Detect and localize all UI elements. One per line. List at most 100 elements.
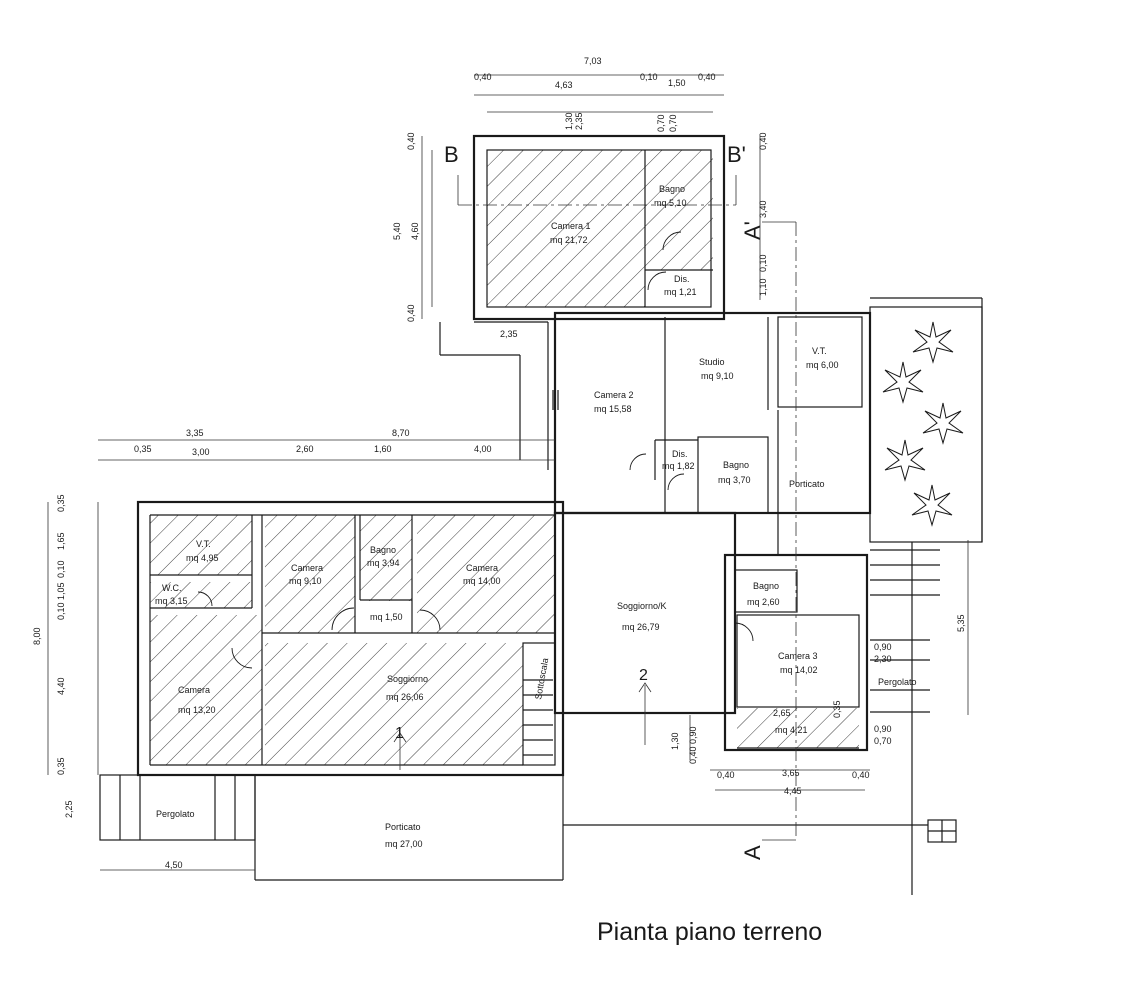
- dim-left-vert-3: 1,05: [56, 582, 66, 600]
- dim-mid-total: 8,70: [392, 428, 410, 438]
- dim-mid-row-2: 4,00: [474, 444, 492, 454]
- room-name: Bagno: [723, 460, 749, 470]
- room-name: Camera: [466, 563, 498, 573]
- dim-right-vert-1: 0,90: [874, 642, 892, 652]
- section-marker-2: 2: [639, 667, 648, 684]
- room-name: Bagno: [370, 545, 396, 555]
- dim-bottom-right-5: 0,40: [852, 770, 870, 780]
- room-area: mq 1,82: [662, 461, 695, 471]
- dim-left1-2: 4,60: [410, 222, 420, 240]
- dim-right1-2: 0,10: [758, 254, 768, 272]
- dim-left1-3: 0,40: [406, 304, 416, 322]
- room-area: mq 5,10: [654, 198, 687, 208]
- room-name: Camera 3: [778, 651, 818, 661]
- stair: [523, 679, 553, 756]
- dim-top-total: 7,03: [584, 56, 602, 66]
- dim-left-vert-1: 1,65: [56, 532, 66, 550]
- dim-right1-0: 0,40: [758, 132, 768, 150]
- dim-top-inner-1: 2,35: [574, 112, 584, 130]
- room-area: mq 26,79: [622, 622, 660, 632]
- dim-bottom-right-2: 0,90: [688, 726, 698, 744]
- dim-left1-0: 0,40: [406, 132, 416, 150]
- dim-right-vert-3: 0,90: [874, 724, 892, 734]
- room-name: Camera: [291, 563, 323, 573]
- dim-top-inner-3: 0,70: [668, 114, 678, 132]
- room-area: mq 14,00: [463, 576, 501, 586]
- dim-bottom-right-3: 0,40: [717, 770, 735, 780]
- dim-left-vert-2: 0,10: [56, 560, 66, 578]
- dim-bottom-right-6: 4,45: [784, 786, 802, 796]
- dim-top-inner-2: 0,70: [656, 114, 666, 132]
- dim-right1-3: 1,10: [758, 278, 768, 296]
- room-area: mq 3,70: [718, 475, 751, 485]
- dim-left-top-2: 3,00: [192, 447, 210, 457]
- room-area: mq 27,00: [385, 839, 423, 849]
- room-name: Camera 1: [551, 221, 591, 231]
- room-area: mq 2,60: [747, 597, 780, 607]
- dim-right-vert-2: 2,30: [874, 654, 892, 664]
- room-area: mq 21,72: [550, 235, 588, 245]
- room-name: W.C.: [162, 583, 182, 593]
- dim-left-vert-7: 0,35: [56, 757, 66, 775]
- room-name: Porticato: [385, 822, 421, 832]
- plants: [882, 321, 964, 527]
- doors: [197, 231, 754, 669]
- dim-bottom-right-4: 3,65: [782, 768, 800, 778]
- dim-mid-row-1: 1,60: [374, 444, 392, 454]
- room-name: Dis.: [672, 449, 688, 459]
- room-area: mq 13,20: [178, 705, 216, 715]
- section-marker-1: 1: [395, 725, 404, 742]
- dim-bottom-right-0: 1,30: [670, 732, 680, 750]
- room-name: V.T.: [812, 346, 827, 356]
- room-area: mq 15,58: [594, 404, 632, 414]
- dimension-lines: [47, 74, 969, 871]
- room-area: mq 9,10: [701, 371, 734, 381]
- room-name: Camera: [178, 685, 210, 695]
- section-b-left: B: [444, 142, 459, 167]
- walls: [99, 134, 983, 895]
- dim-pergolato-w: 4,50: [165, 860, 183, 870]
- dim-bottom-right-1: 0,40: [688, 746, 698, 764]
- room-area: mq 1,21: [664, 287, 697, 297]
- dim-right-vert-5: 2,65: [773, 708, 791, 718]
- dim-left-vert-5: 8,00: [32, 627, 42, 645]
- room-area: mq 26,06: [386, 692, 424, 702]
- room-name: Bagno: [753, 581, 779, 591]
- room-name: Dis.: [674, 274, 690, 284]
- dim-right1-1: 3,40: [758, 200, 768, 218]
- dimension-texts: 7,03 0,40 4,63 0,10 1,50 0,40 1,30 2,35 …: [32, 56, 966, 870]
- dim-right-vert-0: 5,35: [956, 614, 966, 632]
- room-area: mq 14,02: [780, 665, 818, 675]
- room-name: Pergolato: [878, 677, 917, 687]
- hatched-areas: [150, 150, 859, 765]
- room-area: mq 3,15: [155, 596, 188, 606]
- dim-right-vert-4: 0,70: [874, 736, 892, 746]
- dim-top-inner-0: 1,30: [564, 112, 574, 130]
- room-name: Porticato: [789, 479, 825, 489]
- section-a-bottom: A: [740, 845, 765, 860]
- room-name: Pergolato: [156, 809, 195, 819]
- room-name: Soggiorno/K: [617, 601, 667, 611]
- dim-top-4: 0,40: [698, 72, 716, 82]
- dim-left1-1: 5,40: [392, 222, 402, 240]
- dim-mid-235: 2,35: [500, 329, 518, 339]
- dim-left-vert-8: 2,25: [64, 800, 74, 818]
- section-a-top: A': [740, 221, 765, 240]
- room-labels: Camera 1 mq 21,72 Bagno mq 5,10 Dis. mq …: [155, 184, 917, 849]
- room-area: mq 4,95: [186, 553, 219, 563]
- room-area: mq 3,94: [367, 558, 400, 568]
- plan-title: Pianta piano terreno: [597, 918, 822, 946]
- dim-top-0: 0,40: [474, 72, 492, 82]
- room-area: mq 9,10: [289, 576, 322, 586]
- room-area: mq 6,00: [806, 360, 839, 370]
- section-lines: [393, 175, 797, 841]
- dim-mid-row-0: 2,60: [296, 444, 314, 454]
- outer-steps: [870, 549, 957, 843]
- room-name: Bagno: [659, 184, 685, 194]
- room-area: mq 1,50: [370, 612, 403, 622]
- room-name: Camera 2: [594, 390, 634, 400]
- dim-left-top-0: 3,35: [186, 428, 204, 438]
- room-area: mq 4,21: [775, 725, 808, 735]
- room-name: V.T.: [196, 539, 211, 549]
